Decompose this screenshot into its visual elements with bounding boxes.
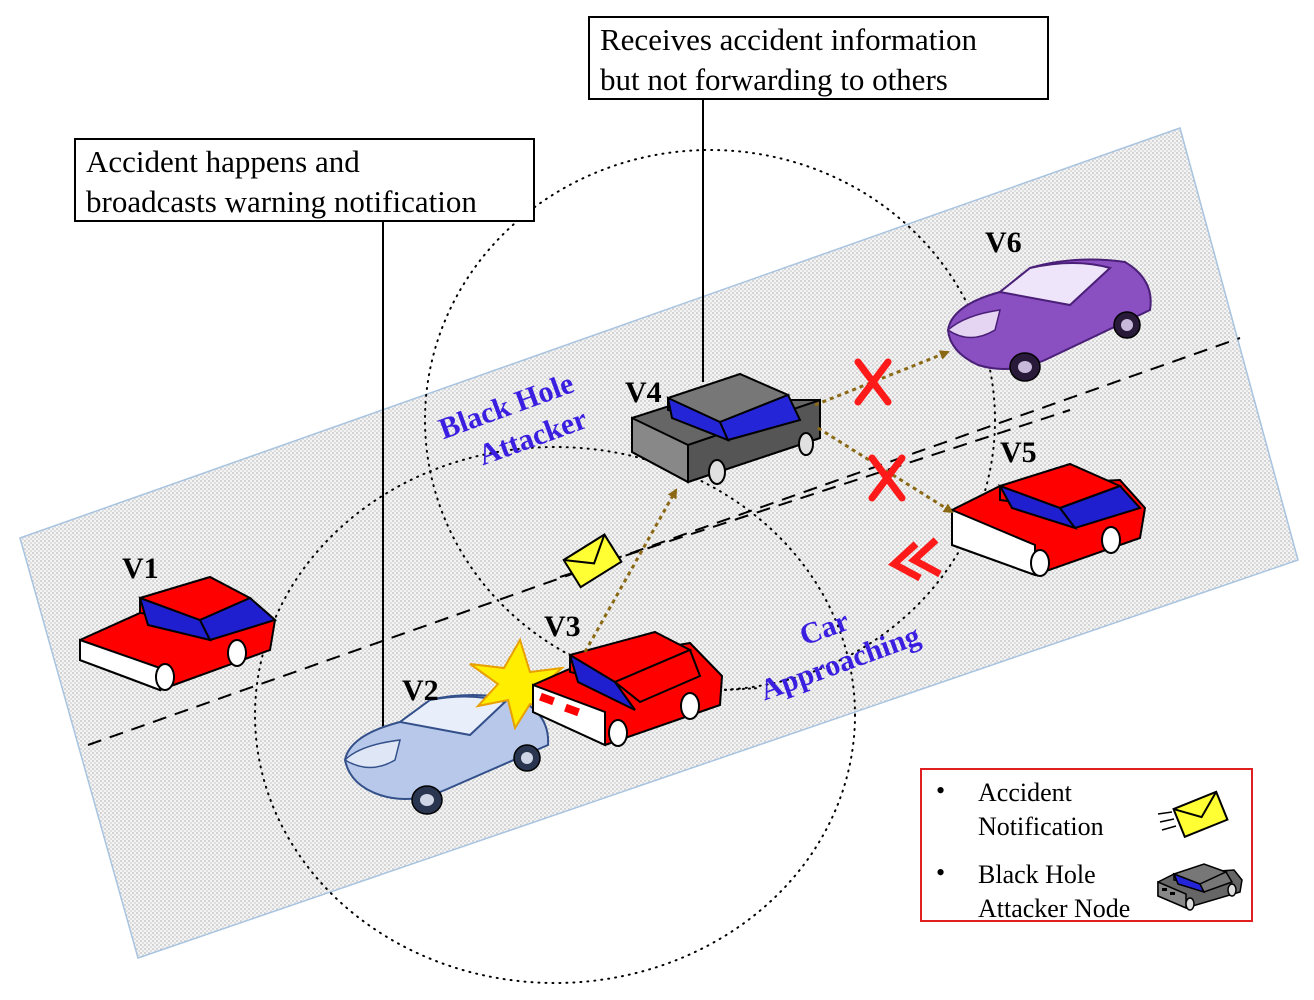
label-v4: V4 xyxy=(625,376,662,409)
car-v3 xyxy=(532,630,724,747)
cross-icon-v5 xyxy=(868,454,906,502)
legend: • Accident Notification • Black Hole Att… xyxy=(920,768,1253,923)
connector-v3 xyxy=(724,687,761,691)
label-v3: V3 xyxy=(544,610,581,643)
legend-item1-line2: Notification xyxy=(978,812,1104,841)
legend-attacker-car-icon xyxy=(1157,863,1243,911)
legend-envelope-icon xyxy=(1157,790,1229,839)
legend-item2-line1: Black Hole xyxy=(978,860,1096,889)
legend-item1-line1: Accident xyxy=(978,778,1072,807)
cross-icon-v6 xyxy=(854,358,892,406)
car-v5 xyxy=(951,462,1147,577)
arrow-v3-to-v4 xyxy=(583,488,678,653)
envelope-icon xyxy=(562,533,623,589)
car-v6 xyxy=(946,258,1152,382)
callout-v2-line1: Accident happens and xyxy=(86,144,360,179)
car-v4-attacker xyxy=(631,372,821,485)
legend-item2-line2: Attacker Node xyxy=(978,894,1131,923)
legend-bullet: • xyxy=(936,858,946,887)
label-v2: V2 xyxy=(402,674,439,707)
car-v2 xyxy=(343,694,550,815)
label-v5: V5 xyxy=(1000,436,1037,469)
lane-divider-lower xyxy=(87,337,1241,746)
legend-bullet: • xyxy=(936,776,946,805)
label-v6: V6 xyxy=(985,226,1022,259)
callout-v4: Receives accident information but not fo… xyxy=(588,16,1049,100)
label-v1: V1 xyxy=(122,552,159,585)
arrow-v4-to-v5 xyxy=(817,426,954,514)
car-v1 xyxy=(79,575,278,692)
lane-divider-mid xyxy=(559,409,1071,578)
callout-v4-line2: but not forwarding to others xyxy=(600,62,948,97)
callout-v2: Accident happens and broadcasts warning … xyxy=(74,138,535,222)
callout-v2-line2: broadcasts warning notification xyxy=(86,184,477,219)
callout-v4-line1: Receives accident information xyxy=(600,22,978,57)
approach-chevron-icon xyxy=(887,537,942,582)
range-circle-v2 xyxy=(254,446,856,984)
